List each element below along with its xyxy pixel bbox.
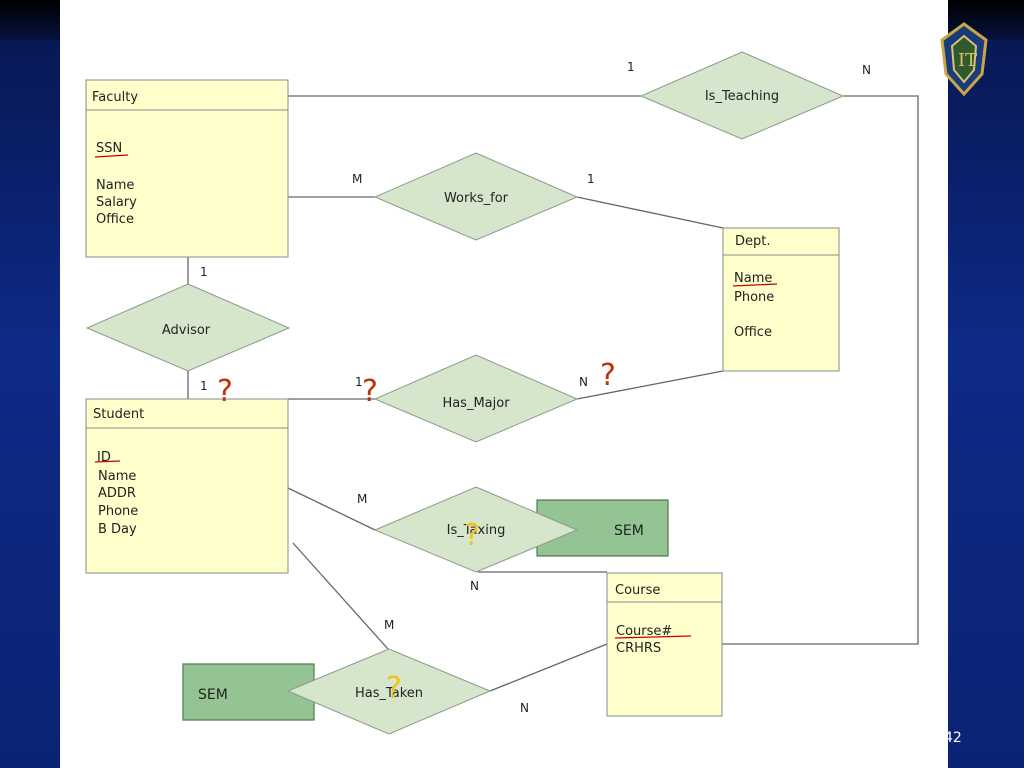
works-for-label: Works_for: [444, 191, 509, 206]
student-attr-name: Name: [98, 469, 136, 484]
course-attr-crhrs: CRHRS: [616, 641, 661, 656]
card-has-major-dept: N: [579, 375, 588, 389]
is-taking-label: Is_Taxing: [447, 523, 506, 538]
dept-attr-phone: Phone: [734, 290, 774, 305]
sem-top-label: SEM: [614, 523, 644, 539]
relationship-has-major: Has_Major: [373, 354, 579, 443]
card-is-taking-student: M: [357, 492, 367, 506]
student-attr-phone: Phone: [98, 504, 138, 519]
entity-dept: Dept. Name Phone Office: [722, 227, 840, 372]
course-attr-number: Course#: [616, 624, 672, 639]
page-number: 42: [944, 730, 962, 746]
student-attr-id: ID: [97, 450, 111, 465]
faculty-title: Faculty: [92, 90, 138, 105]
card-has-taken-course: N: [520, 701, 529, 715]
student-attr-addr: ADDR: [98, 486, 136, 501]
relationship-has-taken: Has_Taken: [286, 648, 492, 735]
question-mark-is-taking: ?: [464, 518, 480, 553]
entity-student: Student ID Name ADDR Phone B Day: [85, 398, 289, 574]
has-major-label: Has_Major: [442, 396, 510, 411]
card-is-teaching-course: N: [862, 63, 871, 77]
question-mark-has-major-left: ?: [362, 374, 378, 409]
course-title: Course: [615, 583, 660, 598]
question-mark-has-taken: ?: [386, 671, 402, 706]
card-is-teaching-faculty: 1: [627, 60, 635, 74]
card-works-for-dept: 1: [587, 172, 595, 186]
relationship-works-for: Works_for: [373, 152, 579, 241]
student-attr-bday: B Day: [98, 522, 137, 537]
card-advisor-student: 1: [200, 379, 208, 393]
university-seal-icon: IT: [940, 22, 988, 97]
question-mark-has-major-right: ?: [600, 358, 616, 393]
faculty-attr-salary: Salary: [96, 195, 137, 210]
cardinality-labels: 1 N M 1 1 1 1 N M N M N: [200, 60, 871, 715]
dept-attr-name: Name: [734, 271, 772, 286]
card-advisor-faculty: 1: [200, 265, 208, 279]
entity-faculty: Faculty SSN Name Salary Office: [85, 79, 289, 258]
relationship-is-teaching: Is_Teaching: [639, 51, 845, 140]
svg-text:IT: IT: [958, 50, 977, 71]
relationship-advisor: Advisor: [85, 283, 291, 372]
faculty-attr-name: Name: [96, 178, 134, 193]
sem-bottom-label: SEM: [198, 687, 228, 703]
dept-attr-office: Office: [734, 325, 772, 340]
question-mark-advisor: ?: [217, 374, 233, 409]
faculty-attr-ssn: SSN: [96, 141, 122, 156]
advisor-label: Advisor: [162, 323, 211, 338]
entity-course: Course Course# CRHRS: [606, 572, 723, 717]
has-taken-label: Has_Taken: [355, 686, 423, 701]
card-has-taken-student: M: [384, 618, 394, 632]
relationship-is-taking: Is_Taxing: [373, 486, 579, 573]
card-has-major-student: 1: [355, 375, 363, 389]
question-marks: ? ? ? ? ?: [217, 358, 616, 706]
faculty-attr-office: Office: [96, 212, 134, 227]
student-title: Student: [93, 407, 144, 422]
card-is-taking-course: N: [470, 579, 479, 593]
is-teaching-label: Is_Teaching: [705, 89, 779, 104]
card-works-for-faculty: M: [352, 172, 362, 186]
connector-lines: [187, 95, 919, 692]
dept-title: Dept.: [735, 234, 771, 249]
